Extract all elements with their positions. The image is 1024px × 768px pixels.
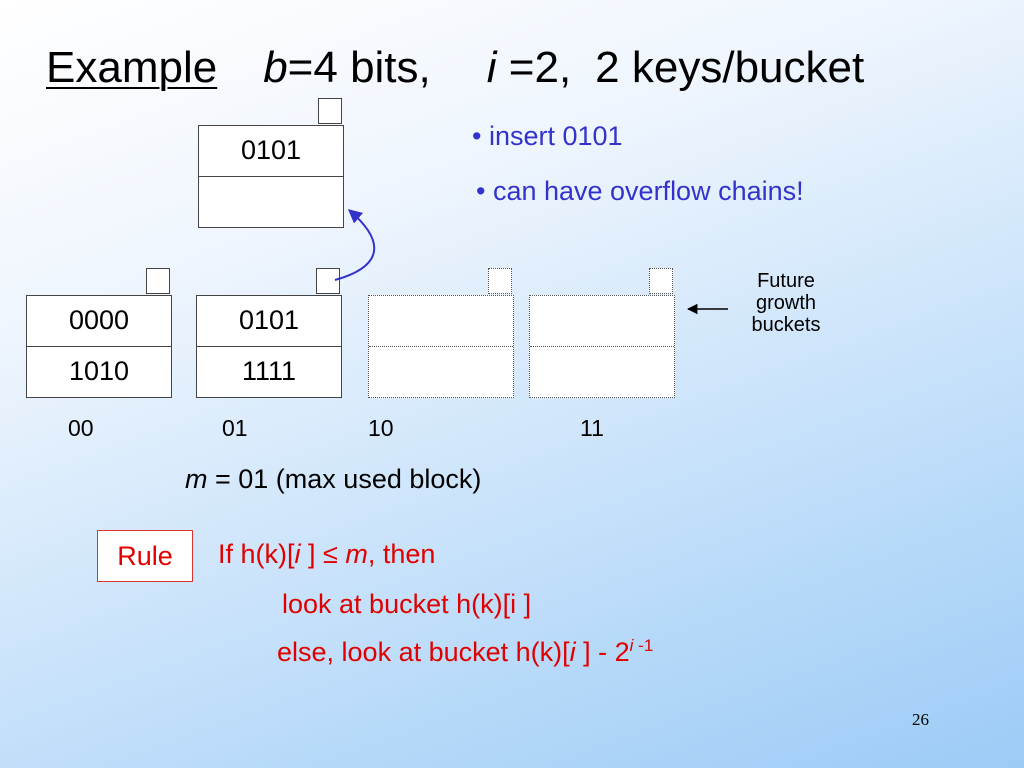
- bucket-10-slot-1: [369, 296, 513, 347]
- max-used-block-line: m = 01 (max used block): [185, 464, 481, 495]
- bucket-index-00: 00: [68, 415, 94, 441]
- bucket-01-flag: [316, 268, 340, 294]
- future-line-1: Future: [757, 270, 815, 292]
- rule-line-1-c: , then: [367, 539, 436, 569]
- title-b-variable: b: [263, 43, 288, 92]
- rule-line-3-sup-rest: -1: [633, 636, 654, 655]
- title-b-value: =4 bits,: [287, 43, 431, 92]
- page-number: 26: [912, 710, 929, 729]
- rule-line-1-b: ] ≤: [300, 539, 346, 569]
- rule-line-3-sup-i: i: [629, 636, 634, 655]
- rule-line-3-b: ] - 2: [575, 637, 630, 667]
- note-overflow-chains: • can have overflow chains!: [476, 176, 804, 206]
- bucket-index-11: 11: [580, 415, 604, 441]
- bucket-00-slot-1: 0000: [27, 296, 171, 347]
- future-growth-label: Future growth buckets: [736, 270, 836, 336]
- bucket-index-10: 10: [368, 415, 394, 441]
- title-keys-per-bucket: 2 keys/bucket: [595, 43, 865, 92]
- bucket-01-slot-1: 0101: [197, 296, 341, 347]
- rule-line-2: look at bucket h(k)[i ]: [282, 589, 532, 619]
- m-variable: m: [185, 464, 208, 494]
- rule-line-3: else, look at bucket h(k)[i ] - 2i -1: [277, 636, 653, 668]
- bucket-10: [368, 295, 514, 398]
- future-line-2: growth: [755, 292, 817, 314]
- overflow-chain-arrow: [334, 209, 376, 281]
- m-text: = 01 (max used block): [207, 464, 482, 494]
- bucket-00: 0000 1010: [26, 295, 172, 398]
- overflow-bucket-flag: [318, 98, 342, 124]
- bucket-00-slot-2: 1010: [68, 356, 130, 387]
- bucket-01: 0101 1111: [196, 295, 342, 398]
- title-i-value: =2,: [496, 43, 572, 92]
- rule-line-3-a: else, look at bucket h(k)[: [277, 637, 570, 667]
- bucket-11-flag: [649, 268, 673, 294]
- bucket-11-slot-1: [530, 296, 674, 347]
- overflow-bucket: 0101: [198, 125, 344, 228]
- future-line-3: buckets: [751, 314, 821, 336]
- rule-line-1-i: i: [294, 539, 301, 569]
- slide-title: Example b=4 bits, i =2, 2 keys/bucket: [46, 42, 864, 94]
- rule-line-3-i: i: [569, 637, 576, 667]
- note-insert: • insert 0101: [472, 121, 623, 151]
- rule-line-1: If h(k)[i ] ≤ m, then: [218, 539, 435, 570]
- bucket-01-slot-2: 1111: [241, 356, 297, 387]
- bucket-index-01: 01: [222, 415, 248, 441]
- rule-label-box: Rule: [97, 530, 193, 582]
- rule-line-1-a: If h(k)[: [218, 539, 295, 569]
- title-example: Example: [46, 43, 218, 92]
- rule-label: Rule: [117, 540, 173, 571]
- rule-line-1-m: m: [345, 539, 368, 569]
- bucket-10-flag: [488, 268, 512, 294]
- overflow-bucket-slot-1: 0101: [199, 126, 343, 177]
- bucket-00-flag: [146, 268, 170, 294]
- bucket-11: [529, 295, 675, 398]
- title-i-variable: i: [486, 43, 497, 92]
